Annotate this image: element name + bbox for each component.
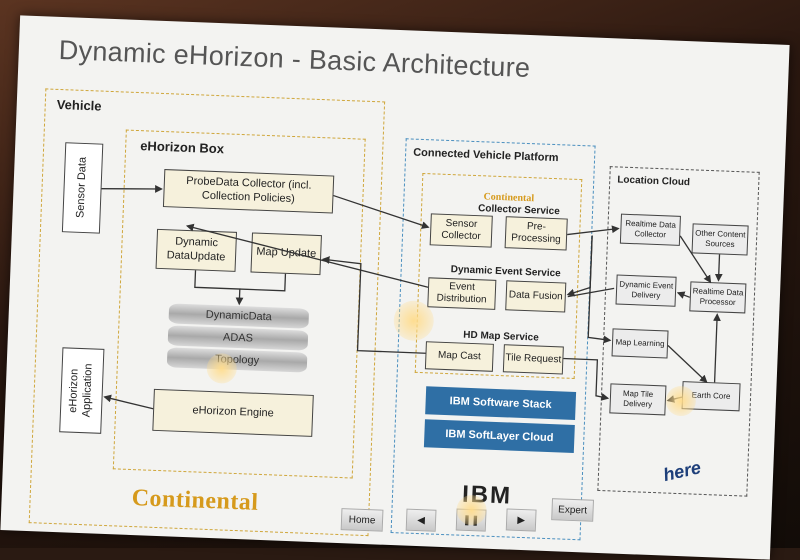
map-learning-box: Map Learning (611, 328, 669, 359)
realtime-collector-label: Realtime Data Collector (625, 218, 677, 240)
earth-core-label: Earth Core (691, 390, 731, 401)
event-distribution-box: Event Distribution (427, 277, 497, 310)
preprocessing-label: Pre-Processing (511, 220, 561, 246)
tile-request-box: Tile Request (502, 344, 564, 375)
data-fusion-label: Data Fusion (508, 289, 563, 303)
sensor-collector-box: Sensor Collector (429, 213, 493, 248)
map-cast-label: Map Cast (437, 349, 482, 363)
ehorizon-application-label: eHorizon Application (67, 363, 95, 418)
other-sources-label: Other Content Sources (695, 228, 746, 250)
sensor-data-label: Sensor Data (74, 157, 89, 219)
probe-collector-box: ProbeData Collector (incl. Collection Po… (162, 169, 335, 214)
event-distribution-label: Event Distribution (436, 280, 487, 306)
dynamic-event-delivery-label: Dynamic Event Delivery (619, 279, 674, 301)
other-sources-box: Other Content Sources (691, 223, 749, 256)
realtime-processor-box: Realtime Data Processor (689, 281, 747, 314)
dynamic-update-box: Dynamic DataUpdate (155, 228, 238, 272)
ehorizon-engine-label: eHorizon Engine (192, 404, 274, 420)
cvp-continental-logo: Continental (483, 191, 535, 205)
dynamic-event-delivery-box: Dynamic Event Delivery (615, 274, 677, 307)
data-fusion-box: Data Fusion (505, 280, 567, 313)
home-button[interactable]: Home (340, 508, 384, 532)
continental-logo: Continental (131, 485, 259, 516)
vehicle-label: Vehicle (56, 96, 102, 114)
page-title: Dynamic eHorizon - Basic Architecture (58, 34, 531, 84)
sensor-data-box: Sensor Data (61, 142, 104, 234)
tile-request-label: Tile Request (505, 352, 562, 366)
map-tile-delivery-box: Map Tile Delivery (609, 383, 667, 416)
next-button[interactable]: ▶ (505, 508, 537, 532)
expert-button[interactable]: Expert (551, 498, 594, 522)
map-update-label: Map Update (256, 245, 317, 261)
probe-collector-label: ProbeData Collector (incl. Collection Po… (186, 175, 312, 206)
map-update-box: Map Update (250, 232, 322, 276)
ibm-softlayer-cloud-box: IBM SoftLayer Cloud (423, 419, 575, 453)
preprocessing-box: Pre-Processing (504, 216, 568, 251)
ehorizon-application-box: eHorizon Application (59, 347, 105, 434)
realtime-collector-box: Realtime Data Collector (619, 213, 681, 246)
prev-button[interactable]: ◀ (405, 508, 437, 532)
presentation-screen: Dynamic eHorizon - Basic Architecture Ve… (0, 15, 790, 560)
ibm-software-stack-box: IBM Software Stack (425, 386, 577, 421)
realtime-processor-label: Realtime Data Processor (692, 286, 744, 308)
map-learning-label: Map Learning (615, 337, 665, 349)
ehorizon-box-label: eHorizon Box (139, 138, 225, 157)
sensor-collector-label: Sensor Collector (441, 217, 481, 243)
ehorizon-engine-box: eHorizon Engine (152, 388, 314, 437)
dynamic-update-label: Dynamic DataUpdate (166, 235, 226, 264)
map-cast-box: Map Cast (424, 341, 494, 372)
map-tile-delivery-label: Map Tile Delivery (622, 388, 654, 409)
